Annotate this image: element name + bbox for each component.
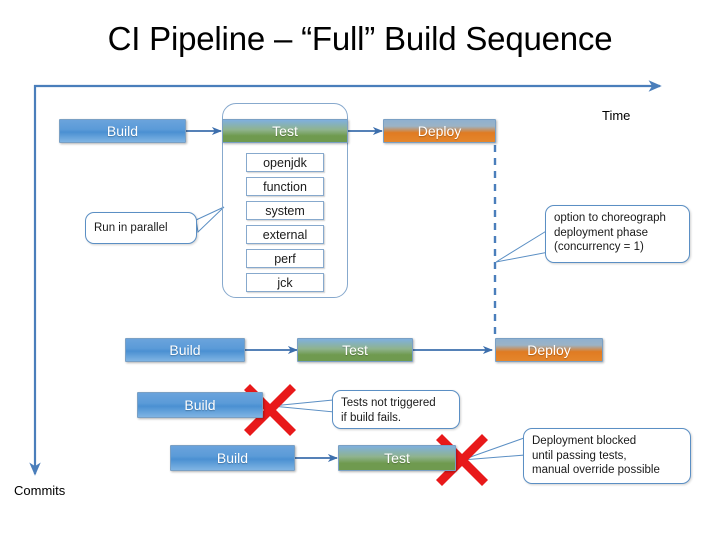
row2-deploy-label: Deploy xyxy=(527,342,571,358)
callout-tests-not-triggered: Tests not triggered if build fails. xyxy=(332,390,460,429)
subtest-jck[interactable]: jck xyxy=(246,273,324,292)
callout-choreograph-line-2: deployment phase xyxy=(554,226,648,239)
row4-test-label: Test xyxy=(384,450,410,466)
subtest-perf[interactable]: perf xyxy=(246,249,324,268)
row1-test-box[interactable]: Test xyxy=(222,119,348,143)
callout-deployment-blocked-line-2: until passing tests, xyxy=(532,449,627,462)
subtest-jck-label: jck xyxy=(277,275,293,290)
leader-run-in-parallel xyxy=(195,206,225,234)
leader-deployment-blocked xyxy=(461,437,526,461)
row2-build-box[interactable]: Build xyxy=(125,338,245,362)
callout-tests-not-triggered-line-2: if build fails. xyxy=(341,411,402,424)
callout-deployment-blocked-line-1: Deployment blocked xyxy=(532,435,637,447)
row1-deploy-label: Deploy xyxy=(417,123,462,139)
row3-build-label: Build xyxy=(184,397,216,413)
callout-choreograph-deployment: option to choreograph deployment phase (… xyxy=(545,205,690,263)
row3-build-box[interactable]: Build xyxy=(137,392,263,418)
row1-deploy-box[interactable]: Deploy xyxy=(383,119,496,143)
subtest-perf-label: perf xyxy=(274,251,296,266)
row2-deploy-box[interactable]: Deploy xyxy=(495,338,603,362)
subtest-function-label: function xyxy=(263,179,307,194)
time-axis-label: Time xyxy=(602,108,631,123)
test-group-container xyxy=(222,103,348,298)
row1-build-box[interactable]: Build xyxy=(59,119,186,143)
callout-deployment-blocked-line-3: manual override possible xyxy=(532,464,660,476)
row1-test-label: Test xyxy=(272,123,298,139)
subtest-system[interactable]: system xyxy=(246,201,324,220)
callout-deployment-blocked: Deployment blocked until passing tests, … xyxy=(523,428,691,484)
subtest-external-label: external xyxy=(262,227,308,242)
callout-choreograph-line-1: option to choreograph xyxy=(554,212,666,224)
callout-tests-not-triggered-line-1: Tests not triggered xyxy=(341,397,436,409)
subtest-function[interactable]: function xyxy=(246,177,324,196)
callout-choreograph-line-3: (concurrency = 1) xyxy=(554,241,644,253)
subtest-external[interactable]: external xyxy=(246,225,324,244)
subtest-openjdk-label: openjdk xyxy=(263,155,307,170)
row2-build-label: Build xyxy=(169,342,201,358)
subtest-openjdk[interactable]: openjdk xyxy=(246,153,324,172)
subtest-system-label: system xyxy=(265,203,305,218)
leader-choreograph xyxy=(495,229,550,263)
callout-run-in-parallel-line-1: Run in parallel xyxy=(94,221,168,234)
row4-build-box[interactable]: Build xyxy=(170,445,295,471)
row2-test-box[interactable]: Test xyxy=(297,338,413,362)
page-title: CI Pipeline – “Full” Build Sequence xyxy=(107,20,613,57)
commits-axis-label: Commits xyxy=(14,483,66,498)
leader-tests-not-triggered xyxy=(271,399,335,413)
row4-build-label: Build xyxy=(216,450,249,466)
row2-test-label: Test xyxy=(342,342,368,358)
callout-run-in-parallel: Run in parallel xyxy=(85,212,197,244)
row4-test-box[interactable]: Test xyxy=(338,445,456,471)
row1-build-label: Build xyxy=(106,123,139,139)
